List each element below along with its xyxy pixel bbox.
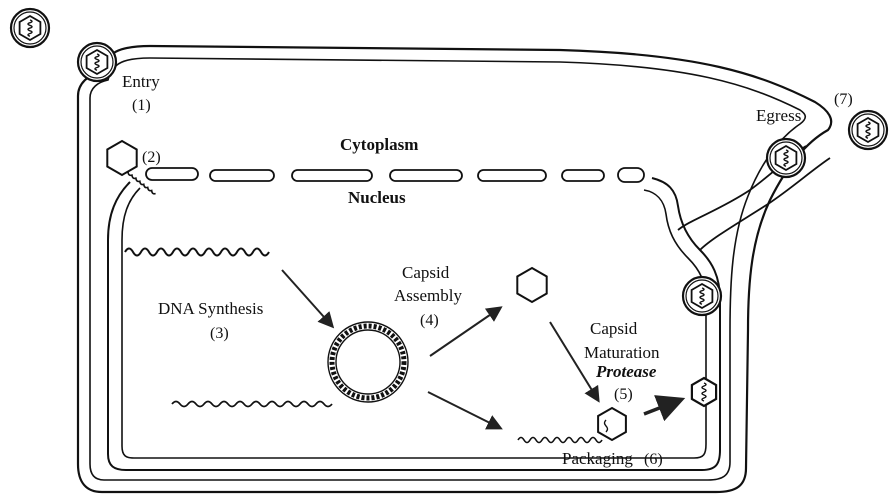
extracellular-virion-icon [11, 9, 49, 47]
arrow-to-packaging [428, 392, 500, 428]
arrow-dna-to-circle [282, 270, 332, 326]
cell-membrane-outer [78, 46, 831, 492]
empty-capsid-icon [517, 268, 546, 302]
label-capsid-assembly-2: Assembly [394, 286, 463, 305]
label-protease: Protease [595, 362, 657, 381]
entry-virion-icon [78, 43, 116, 81]
released-virion-icon [849, 111, 887, 149]
label-capsid-assembly-1: Capsid [402, 263, 450, 282]
circular-dna-icon [332, 326, 404, 398]
arrow-to-assembly [430, 308, 500, 356]
egress-virion-icon [767, 139, 805, 177]
label-nucleus: Nucleus [348, 188, 406, 207]
label-maturation-num: (5) [614, 386, 633, 403]
label-packaging: Packaging [562, 449, 633, 468]
egress-channel-right [700, 158, 830, 250]
label-egress: Egress [756, 106, 801, 125]
label-capsid-assembly-num: (4) [420, 312, 439, 329]
label-dna-synthesis: DNA Synthesis [158, 299, 263, 318]
linear-dna-icon [125, 249, 269, 256]
label-capsid-maturation-1: Capsid [590, 319, 638, 338]
label-step2: (2) [142, 149, 161, 166]
mature-capsid-icon [692, 378, 716, 406]
perinuclear-virion-icon [683, 277, 721, 315]
docking-capsid-icon [107, 141, 136, 175]
arrow-to-mature-capsid [644, 400, 680, 414]
nuclear-pores [146, 168, 644, 182]
label-dna-num: (3) [210, 325, 229, 342]
packaging-dna-icon [518, 438, 602, 443]
packaging-capsid-icon [598, 408, 626, 440]
label-capsid-maturation-2: Maturation [584, 343, 660, 362]
label-entry-num: (1) [132, 97, 151, 114]
label-cytoplasm: Cytoplasm [340, 135, 418, 154]
label-entry: Entry [122, 72, 160, 91]
concatemer-dna-icon [172, 402, 332, 407]
label-packaging-num: (6) [644, 451, 663, 468]
label-egress-num: (7) [834, 91, 853, 108]
